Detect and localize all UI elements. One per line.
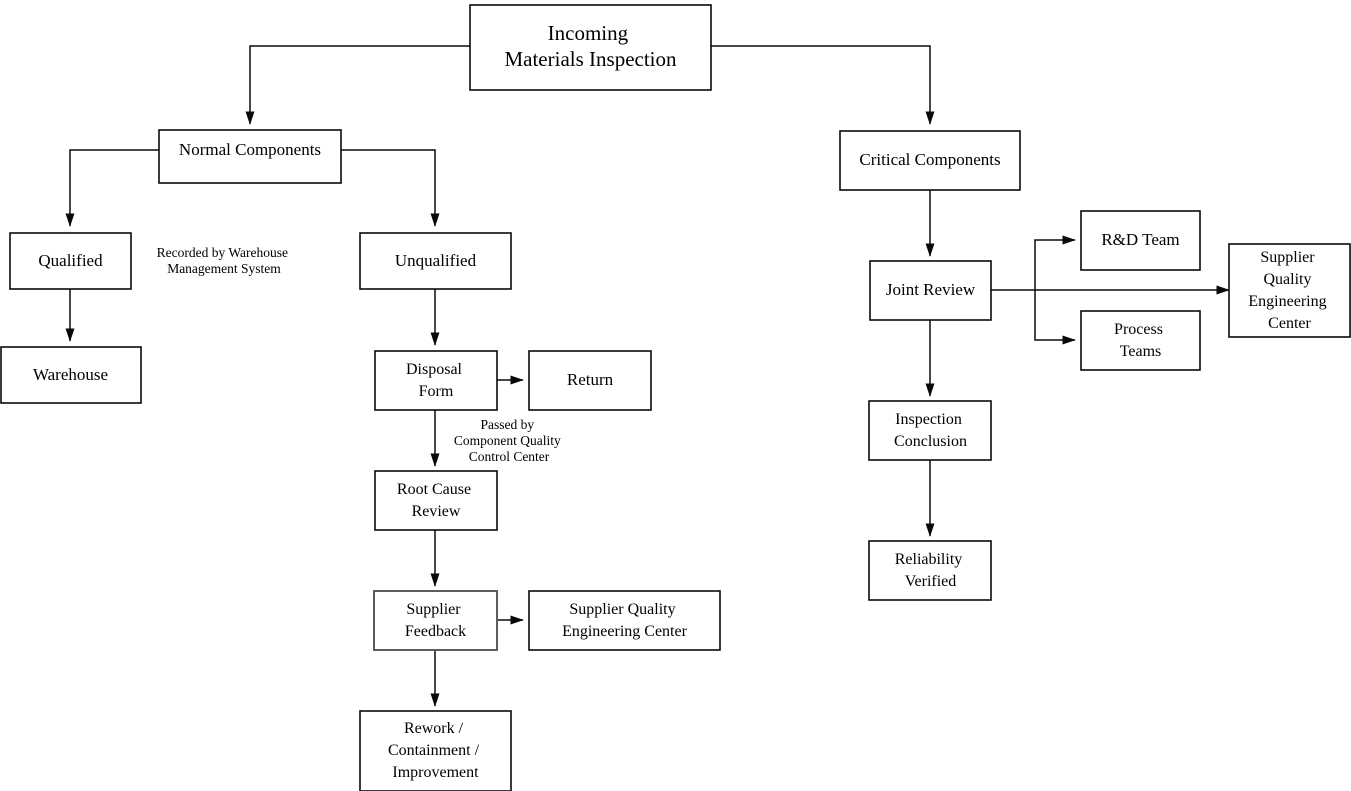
node-box — [868, 540, 992, 601]
edge-layer — [65, 45, 1230, 707]
node-text: Process Teams — [1114, 321, 1167, 360]
node-qualified[interactable]: Qualified — [9, 232, 132, 290]
edge-joint-to-process — [1034, 290, 1076, 345]
node-supplier-feedback[interactable]: Supplier Feedback — [373, 590, 498, 651]
edge-incoming-to-critical — [711, 45, 935, 125]
node-box — [373, 590, 498, 651]
node-root-cause-review[interactable]: Root Cause Review — [374, 470, 498, 531]
node-box — [1228, 243, 1351, 338]
node-text: Disposal Form — [406, 361, 466, 400]
node-text: Warehouse — [33, 365, 108, 384]
node-warehouse[interactable]: Warehouse — [0, 346, 142, 404]
node-rework-containment-improvement[interactable]: Rework / Containment / Improvement — [359, 710, 512, 791]
node-box — [374, 470, 498, 531]
node-box — [158, 129, 342, 184]
node-critical-components[interactable]: Critical Components — [839, 130, 1021, 191]
node-box — [528, 590, 721, 651]
node-return[interactable]: Return — [528, 350, 652, 411]
node-box — [359, 232, 512, 290]
node-box — [1080, 210, 1201, 271]
node-text: Inspection Conclusion — [894, 411, 967, 450]
node-text: Incoming Materials Inspection — [504, 21, 677, 71]
annotation-layer: Recorded by Warehouse Management System … — [157, 245, 564, 464]
edge-joint-to-rd — [1034, 235, 1076, 290]
node-incoming-materials-inspection[interactable]: Incoming Materials Inspection — [469, 4, 712, 91]
node-box — [839, 130, 1021, 191]
node-unqualified[interactable]: Unqualified — [359, 232, 512, 290]
node-text: Unqualified — [395, 251, 477, 270]
node-inspection-conclusion[interactable]: Inspection Conclusion — [868, 400, 992, 461]
node-joint-review[interactable]: Joint Review — [869, 260, 992, 321]
node-text: Reliability Verified — [895, 551, 967, 590]
edge-normal-to-unqualified — [341, 149, 440, 227]
node-text: Supplier Feedback — [405, 601, 466, 640]
node-box — [1080, 310, 1201, 371]
node-box — [869, 260, 992, 321]
node-box — [528, 350, 652, 411]
node-box — [374, 350, 498, 411]
node-box — [359, 710, 512, 791]
node-text: Critical Components — [859, 150, 1000, 169]
node-text: Joint Review — [886, 280, 976, 299]
node-box — [0, 346, 142, 404]
node-box — [469, 4, 712, 91]
node-supplier-quality-engineering-center-mid[interactable]: Supplier Quality Engineering Center — [528, 590, 721, 651]
node-text: Supplier Quality Engineering Center — [1248, 249, 1330, 332]
edge-normal-to-qualified — [65, 149, 159, 227]
node-layer: Incoming Materials Inspection Normal Com… — [0, 4, 1351, 791]
node-normal-components[interactable]: Normal Components — [158, 129, 342, 184]
node-text: Return — [567, 370, 614, 389]
node-text: Rework / Containment / Improvement — [388, 720, 483, 781]
node-rd-team[interactable]: R&D Team — [1080, 210, 1201, 271]
edge-incoming-to-normal — [245, 45, 470, 125]
node-disposal-form[interactable]: Disposal Form — [374, 350, 498, 411]
node-box — [868, 400, 992, 461]
node-reliability-verified[interactable]: Reliability Verified — [868, 540, 992, 601]
annotation-warehouse-note: Recorded by Warehouse Management System — [157, 245, 292, 276]
node-text: Qualified — [38, 251, 103, 270]
annotation-disposal-note: Passed by Component Quality Control Cent… — [454, 417, 564, 464]
node-text: Root Cause Review — [397, 481, 475, 520]
node-process-teams[interactable]: Process Teams — [1080, 310, 1201, 371]
node-supplier-quality-engineering-center-right[interactable]: Supplier Quality Engineering Center — [1228, 243, 1351, 338]
node-box — [9, 232, 132, 290]
node-text: Normal Components — [179, 140, 321, 159]
node-text: R&D Team — [1101, 230, 1179, 249]
node-text: Supplier Quality Engineering Center — [562, 601, 688, 640]
